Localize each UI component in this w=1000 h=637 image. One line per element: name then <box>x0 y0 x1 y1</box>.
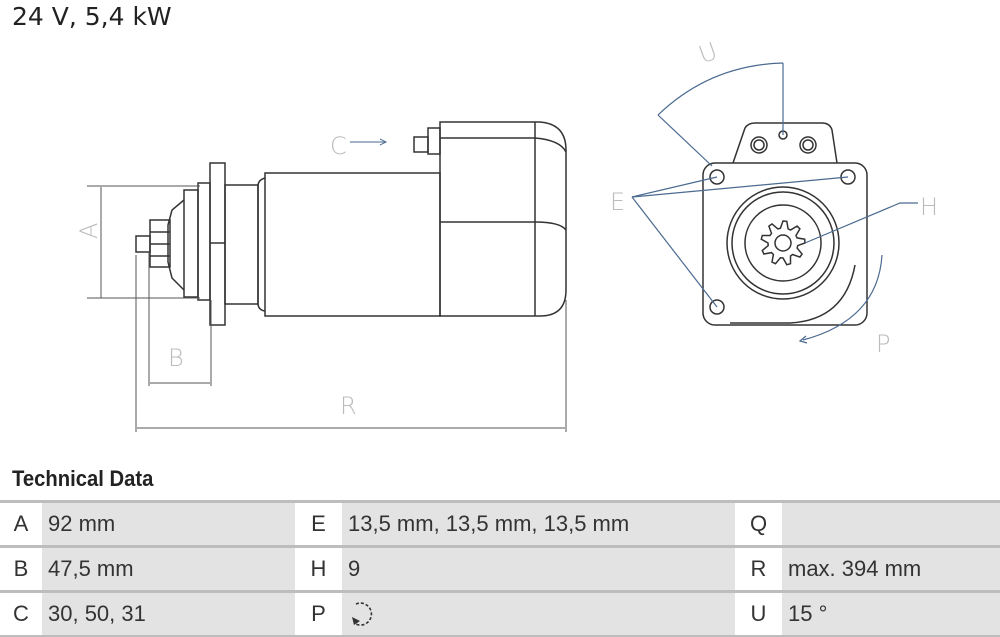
value-p <box>342 593 735 635</box>
label-e: E <box>610 188 625 216</box>
key-u: U <box>735 593 782 635</box>
label-h: H <box>920 193 938 221</box>
value-e: 13,5 mm, 13,5 mm, 13,5 mm <box>342 503 735 545</box>
value-c: 30, 50, 31 <box>42 593 295 635</box>
key-b: B <box>0 548 42 590</box>
key-r: R <box>735 548 782 590</box>
value-h: 9 <box>342 548 735 590</box>
key-p: P <box>295 593 342 635</box>
pinion-gear <box>760 220 806 266</box>
front-annotations <box>631 62 918 344</box>
technical-data-table: A 92 mm E 13,5 mm, 13,5 mm, 13,5 mm Q B … <box>0 500 1000 637</box>
value-u: 15 ° <box>782 593 1000 635</box>
value-q <box>782 503 1000 545</box>
key-q: Q <box>735 503 782 545</box>
value-b: 47,5 mm <box>42 548 295 590</box>
label-c: C <box>330 132 347 160</box>
label-p: P <box>876 330 890 358</box>
side-view <box>135 121 567 326</box>
rotation-direction-icon <box>352 602 373 626</box>
value-a: 92 mm <box>42 503 295 545</box>
label-r: R <box>340 392 357 420</box>
table-row: C 30, 50, 31 P U 15 ° <box>0 590 1000 637</box>
key-h: H <box>295 548 342 590</box>
starter-motor-drawing: A B C R U E H P <box>75 37 938 432</box>
key-e: E <box>295 503 342 545</box>
table-row: A 92 mm E 13,5 mm, 13,5 mm, 13,5 mm Q <box>0 500 1000 545</box>
label-b: B <box>168 344 184 372</box>
dimension-lines <box>87 138 567 432</box>
label-a: A <box>75 223 103 239</box>
label-u: U <box>695 37 721 69</box>
table-row: B 47,5 mm H 9 R max. 394 mm <box>0 545 1000 590</box>
technical-data-heading: Technical Data <box>12 466 154 491</box>
value-r: max. 394 mm <box>782 548 1000 590</box>
key-c: C <box>0 593 42 635</box>
front-view <box>702 122 868 326</box>
product-title: 24 V, 5,4 kW <box>12 2 172 31</box>
key-a: A <box>0 503 42 545</box>
